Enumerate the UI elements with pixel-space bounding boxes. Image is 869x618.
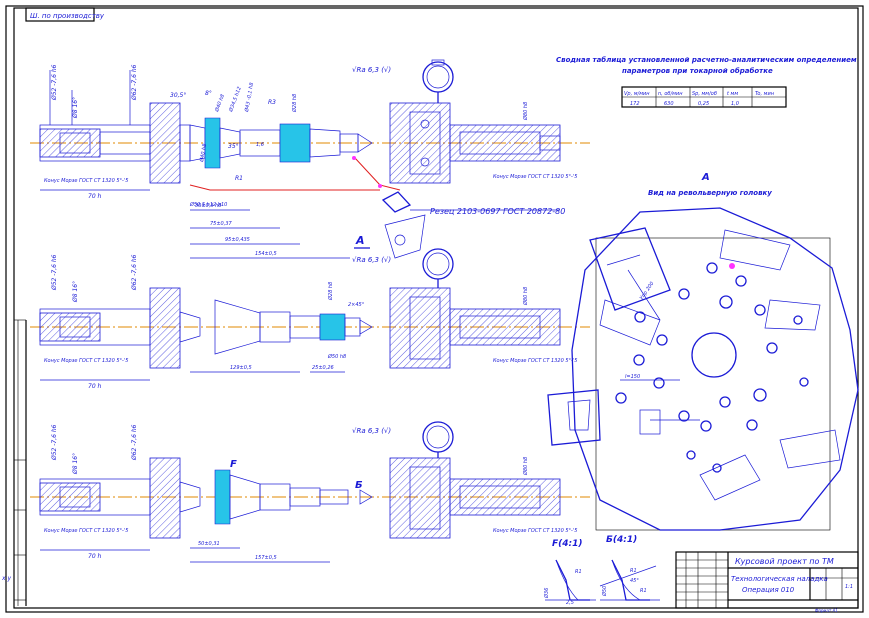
- stamp-box: Ш. по производству: [25, 7, 105, 22]
- detail-views: F(4:1) Б(4:1) R1 2,5 R1 R1 45° Ø36 Ø50: [543, 535, 660, 606]
- table-v0: 172: [630, 101, 640, 107]
- row3-dim-d3: Ø8 16°: [72, 453, 79, 475]
- title-format: Формат А1: [815, 608, 838, 613]
- row1-dim-7: 8°: [205, 90, 212, 97]
- row3-horiz-1: 157±0,5: [255, 555, 277, 561]
- row2-dim-d1: Ø52 -7,6 h6: [51, 254, 58, 291]
- revolver-head-view: А Вид на револьверную головку: [547, 172, 859, 531]
- row1-ang: 30,5°: [170, 92, 186, 99]
- detail-dim-1: 2,5: [566, 600, 574, 606]
- row1-roughness: √Ra 6,3 (√): [352, 66, 391, 74]
- row1-dim-10: 1,6: [256, 142, 264, 148]
- row1-dim-3: R3: [268, 99, 276, 106]
- row2-dim-2: 2×45°: [348, 302, 365, 308]
- detail-dim-2: R1: [630, 568, 637, 574]
- row1-horiz-3: 154±0,5: [255, 251, 277, 257]
- row1-lbl-right: Ø80 h8: [522, 102, 529, 121]
- setup-row-2: Ø52 -7,6 h6 Ø62 -7,6 h6 Ø8 16° Ø28 h8 2×…: [30, 248, 590, 390]
- row1-dim-9: R1: [235, 175, 243, 182]
- row1-dim-2: Ø43 -0,1 h8: [243, 82, 255, 113]
- table-h0: Vр, м/мин: [624, 91, 650, 97]
- row1-dim-4: Ø28 h8: [291, 94, 298, 113]
- detail-F-label: F(4:1): [552, 539, 583, 549]
- row3-dim-d1: Ø52 -7,6 h6: [51, 424, 58, 461]
- row2-gost-r: Конус Морзе ГОСТ СТ 1320 5°-'5: [493, 358, 577, 364]
- row1-horiz-0: 30±0,3 h8: [195, 203, 221, 209]
- detail-B-label: Б(4:1): [606, 535, 637, 545]
- row1-horiz-1: 75±0,37: [210, 221, 233, 227]
- table-h2: Sp, мм/об: [692, 91, 717, 97]
- label-A: А: [355, 234, 365, 247]
- row2-len: 70 h: [88, 383, 102, 390]
- row1-dim-6: Ø50,5 h12 h10: [189, 201, 227, 208]
- row2-roughness: √Ra 6,3 (√): [352, 256, 391, 264]
- table-v2: 0,25: [698, 101, 709, 107]
- detail-dim-6: Ø36: [543, 588, 550, 599]
- row1-dim-d2: Ø62 -7,6 h6: [131, 64, 138, 101]
- label-B: Б: [355, 480, 363, 491]
- setup-row-1: Ø52 -7,6 h6 Ø62 -7,6 h6 Ø8 16° 30,5° Ø40…: [30, 59, 590, 259]
- row3-dim-d2: Ø62 -7,6 h6: [131, 424, 138, 461]
- table-title-2: параметров при токарной обработке: [622, 67, 773, 75]
- row1-dim-d3: Ø8 16°: [72, 97, 79, 119]
- row2-dim-d2: Ø62 -7,6 h6: [131, 254, 138, 291]
- title-scale: 1:1: [845, 584, 853, 590]
- table-h3: t мм: [727, 91, 738, 97]
- row3-gost-r: Конус Морзе ГОСТ СТ 1320 5°-'5: [493, 528, 577, 534]
- row2-dim-0: Ø28 h8: [327, 282, 334, 301]
- row3-lbl-right: Ø80 h8: [522, 457, 529, 476]
- row2-lbl-right: Ø80 h8: [522, 287, 529, 306]
- table-v3: 1,0: [731, 101, 739, 107]
- row1-gost: Конус Морзе ГОСТ СТ 1320 5°-'5: [44, 178, 128, 184]
- view-dim: l=150: [625, 374, 640, 380]
- row1-gost-r: Конус Морзе ГОСТ СТ 1320 5°-'5: [493, 174, 577, 180]
- detail-dim-0: R1: [575, 569, 582, 575]
- table-h4: To, мин: [755, 91, 775, 97]
- row1-horiz-2: 95±0,435: [225, 237, 250, 243]
- detail-dim-3: R1: [640, 588, 647, 594]
- row3-len: 70 h: [88, 553, 102, 560]
- parameters-table: Сводная таблица установленной расчетно-а…: [556, 56, 857, 108]
- sheet-frame: [5, 5, 864, 613]
- title-project: Курсовой проект по ТМ: [735, 557, 834, 566]
- title-op2: Операция 010: [742, 586, 795, 594]
- row1-dim-1: Ø34,5 h12: [227, 86, 243, 114]
- cutter-label: Резец 2103-0697 ГОСТ 20872-80: [430, 207, 565, 216]
- row3-roughness: √Ra 6,3 (√): [352, 427, 391, 435]
- row2-horiz-0: 129±0,5: [230, 365, 252, 371]
- label-F: F: [230, 459, 237, 470]
- view-subtitle: Вид на револьверную головку: [648, 189, 772, 197]
- row1-dim-5: Ø40 h8: [198, 143, 208, 163]
- row2-dim-3: Ø50 h8: [327, 353, 346, 360]
- row3-horiz-0: 50±0,31: [198, 541, 220, 547]
- row1-dim-8: 35°: [228, 143, 239, 150]
- row1-len: 70 h: [88, 193, 102, 200]
- table-title-1: Сводная таблица установленной расчетно-а…: [556, 56, 857, 64]
- detail-dim-5: 45°: [630, 578, 639, 584]
- setup-row-3: Ø52 -7,6 h6 Ø62 -7,6 h6 Ø8 16° 70 h 50±0…: [30, 421, 590, 563]
- title-op1: Технологическая наладка: [731, 575, 828, 583]
- stamp-label: Ш. по производству: [30, 12, 105, 20]
- view-title: А: [701, 172, 710, 183]
- detail-dim-7: Ø50: [601, 586, 608, 597]
- row3-gost: Конус Морзе ГОСТ СТ 1320 5°-'5: [44, 528, 128, 534]
- row2-horiz-1: 25±0,26: [312, 365, 334, 371]
- row2-dim-d3: Ø8 16°: [72, 281, 79, 303]
- row2-gost: Конус Морзе ГОСТ СТ 1320 5°-'5: [44, 358, 128, 364]
- table-h1: n, об/мин: [658, 91, 683, 97]
- title-block: Курсовой проект по ТМ Технологическая на…: [675, 551, 859, 613]
- row1-dim-0: Ø40 h8: [213, 93, 226, 113]
- row1-dim-d1: Ø52 -7,6 h6: [51, 64, 58, 101]
- coord-label: x y: [1, 575, 11, 582]
- table-v1: 630: [664, 101, 674, 107]
